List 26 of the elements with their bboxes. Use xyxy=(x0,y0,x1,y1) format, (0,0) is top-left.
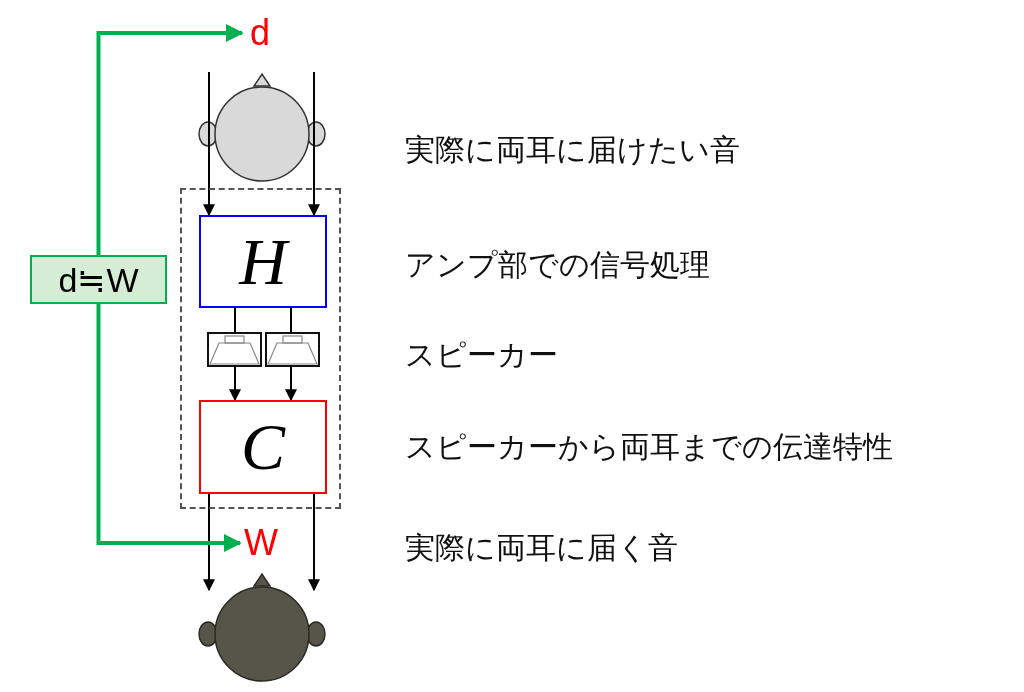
transfer-function-box xyxy=(199,400,327,494)
arrow xyxy=(96,24,244,255)
arrow xyxy=(203,493,215,592)
symbol-text: C xyxy=(241,414,285,480)
description-text: アンプ部での信号処理 xyxy=(405,247,710,283)
description-text: スピーカー xyxy=(405,337,558,373)
arrow xyxy=(229,366,241,402)
connector-line xyxy=(234,307,236,333)
approximation-box xyxy=(30,255,167,304)
description-text: 実際に両耳に届けたい音 xyxy=(405,132,740,168)
transfer-function-box xyxy=(199,215,327,308)
listener-head-icon xyxy=(196,572,328,684)
equation-text: d≒W xyxy=(58,259,139,300)
description-text: スピーカーから両耳までの伝達特性 xyxy=(405,429,893,465)
arrow xyxy=(203,71,215,217)
speaker-icon xyxy=(207,332,262,367)
signal-label: W xyxy=(242,524,280,562)
arrow xyxy=(285,366,297,402)
arrow xyxy=(96,304,242,552)
speaker-icon xyxy=(265,332,320,367)
arrow xyxy=(308,493,320,592)
dashed-frame xyxy=(180,188,341,509)
description-text: 実際に両耳に届く音 xyxy=(405,530,678,566)
signal-label: d xyxy=(244,14,276,52)
arrow xyxy=(308,71,320,217)
connector-line xyxy=(290,307,292,333)
